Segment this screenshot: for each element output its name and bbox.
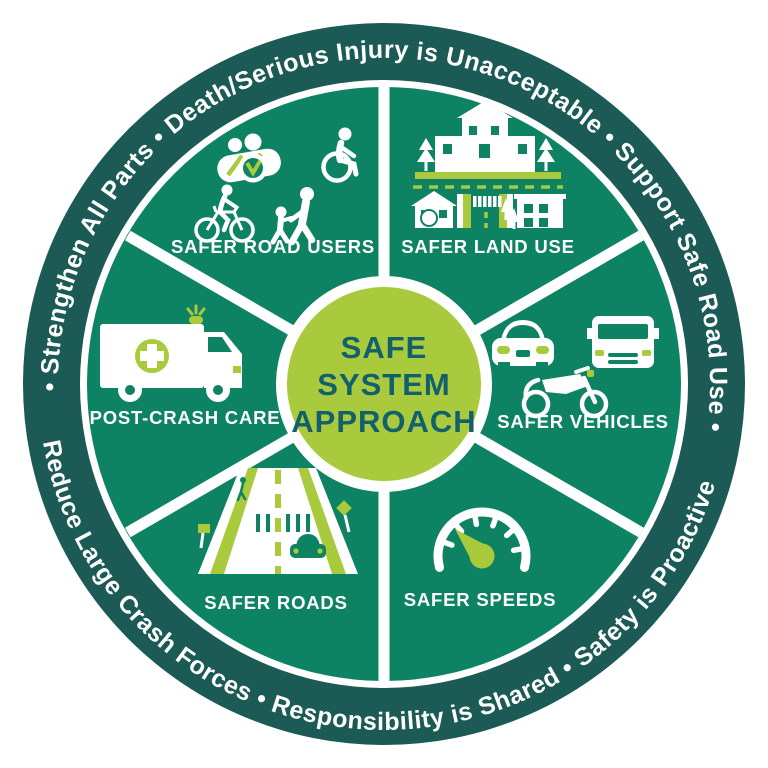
wedge-label-safer-land-use: SAFER LAND USE <box>401 236 575 257</box>
crosswalk-stripes <box>256 514 310 532</box>
wedge-label-safer-vehicles: SAFER VEHICLES <box>497 411 669 432</box>
land-use-icon <box>411 101 566 229</box>
center-title-line1: SAFE <box>341 330 428 365</box>
ambulance-icon <box>100 304 242 402</box>
speedometer-icon <box>433 507 531 572</box>
center-title-line2: SYSTEM <box>317 367 450 402</box>
wedge-label-post-crash-care: POST-CRASH CARE <box>90 407 281 428</box>
center-title-line3: APPROACH <box>291 404 476 439</box>
road-users-icon <box>194 127 359 246</box>
center-hub <box>287 287 481 481</box>
wedge-label-safer-roads: SAFER ROADS <box>204 592 347 613</box>
wedge-label-safer-road-users: SAFER ROAD USERS <box>171 236 375 257</box>
wedge-label-safer-speeds: SAFER SPEEDS <box>404 589 557 610</box>
vehicles-icon <box>492 316 659 419</box>
